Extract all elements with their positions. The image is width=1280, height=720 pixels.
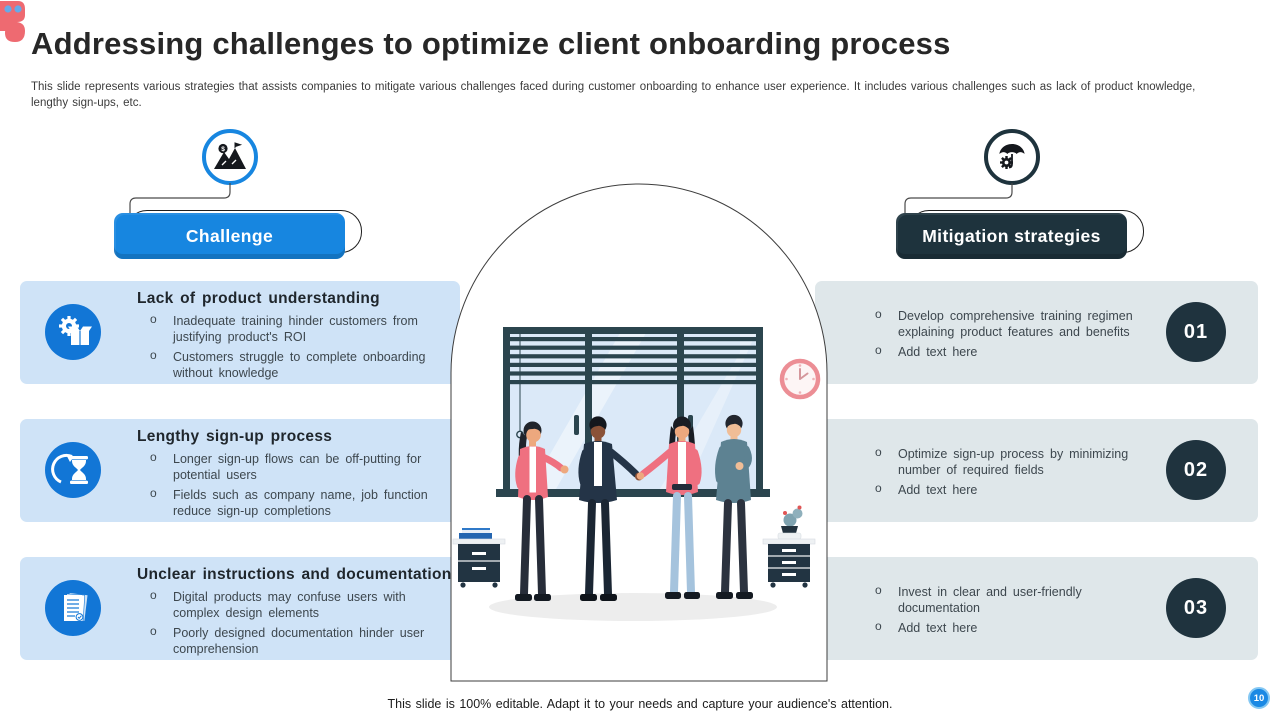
challenge-button[interactable]: Challenge xyxy=(114,213,345,259)
bullet-item: Customers struggle to complete onboardin… xyxy=(137,348,437,382)
challenge-row-3: Unclear instructions and documentation D… xyxy=(20,557,460,660)
bullet-item: Digital products may confuse users with … xyxy=(137,588,437,622)
bullet-item[interactable]: Add text here xyxy=(865,618,1153,636)
mitigation-row-3: Invest in clear and user-friendly docume… xyxy=(815,557,1258,660)
step-number-badge: 01 xyxy=(1166,302,1226,362)
step-number-badge: 02 xyxy=(1166,440,1226,500)
challenge-bullets: Inadequate training hinder customers fro… xyxy=(137,312,437,384)
gear-box-product-icon xyxy=(45,304,101,360)
mitigation-icon-circle xyxy=(984,129,1040,185)
hourglass-time-icon xyxy=(45,442,101,498)
umbrella-gear-icon xyxy=(999,144,1025,169)
challenge-bullets: Digital products may confuse users with … xyxy=(137,588,437,660)
challenge-bullets: Longer sign-up flows can be off-putting … xyxy=(137,450,437,522)
mitigation-label: Mitigation strategies xyxy=(922,225,1101,246)
mitigation-connector-line xyxy=(904,183,1013,215)
bullet-item: Fields such as company name, job functio… xyxy=(137,486,437,520)
bullet-item: Inadequate training hinder customers fro… xyxy=(137,312,437,346)
challenge-row-1: Lack of product understanding Inadequate… xyxy=(20,281,460,384)
mitigation-button[interactable]: Mitigation strategies xyxy=(896,213,1127,259)
person-woman-coral-jeans xyxy=(636,416,702,599)
challenge-row-2: Lengthy sign-up process Longer sign-up f… xyxy=(20,419,460,522)
bullet-item: Optimize sign-up process by minimizing n… xyxy=(865,445,1153,479)
svg-text:$: $ xyxy=(221,146,225,153)
bullet-item: Longer sign-up flows can be off-putting … xyxy=(137,450,437,484)
mountain-challenge-icon: $ xyxy=(214,142,246,169)
bullet-item: Poorly designed documentation hinder use… xyxy=(137,624,437,658)
bullet-item: Invest in clear and user-friendly docume… xyxy=(865,583,1153,617)
footer-note: This slide is 100% editable. Adapt it to… xyxy=(387,697,893,711)
person-woman-coral-left xyxy=(515,421,569,601)
challenge-title: Lack of product understanding xyxy=(137,290,380,307)
mitigation-row-1: Develop comprehensive training regimen e… xyxy=(815,281,1258,384)
challenge-label: Challenge xyxy=(185,225,274,246)
bullet-item[interactable]: Add text here xyxy=(865,342,1153,360)
challenge-connector-line xyxy=(129,183,231,215)
bullet-item[interactable]: Add text here xyxy=(865,480,1153,498)
page-title: Addressing challenges to optimize client… xyxy=(31,26,951,61)
mitigation-row-2: Optimize sign-up process by minimizing n… xyxy=(815,419,1258,522)
slide-subtitle: This slide represents various strategies… xyxy=(31,81,1196,109)
company-logo-icon xyxy=(0,1,25,42)
page-number-badge: 10 xyxy=(1248,687,1270,709)
challenge-icon-circle: $ xyxy=(202,129,258,185)
step-number-badge: 03 xyxy=(1166,578,1226,638)
challenge-title: Lengthy sign-up process xyxy=(137,428,333,445)
mitigation-bullets: Invest in clear and user-friendly docume… xyxy=(865,583,1153,639)
mitigation-bullets: Optimize sign-up process by minimizing n… xyxy=(865,445,1153,501)
mitigation-bullets: Develop comprehensive training regimen e… xyxy=(865,307,1153,363)
challenge-title: Unclear instructions and documentation xyxy=(137,566,452,583)
office-meeting-illustration xyxy=(450,183,828,682)
documents-icon xyxy=(45,580,101,636)
person-man-suit xyxy=(578,416,643,601)
bullet-item: Develop comprehensive training regimen e… xyxy=(865,307,1153,341)
person-man-slate xyxy=(715,414,753,599)
